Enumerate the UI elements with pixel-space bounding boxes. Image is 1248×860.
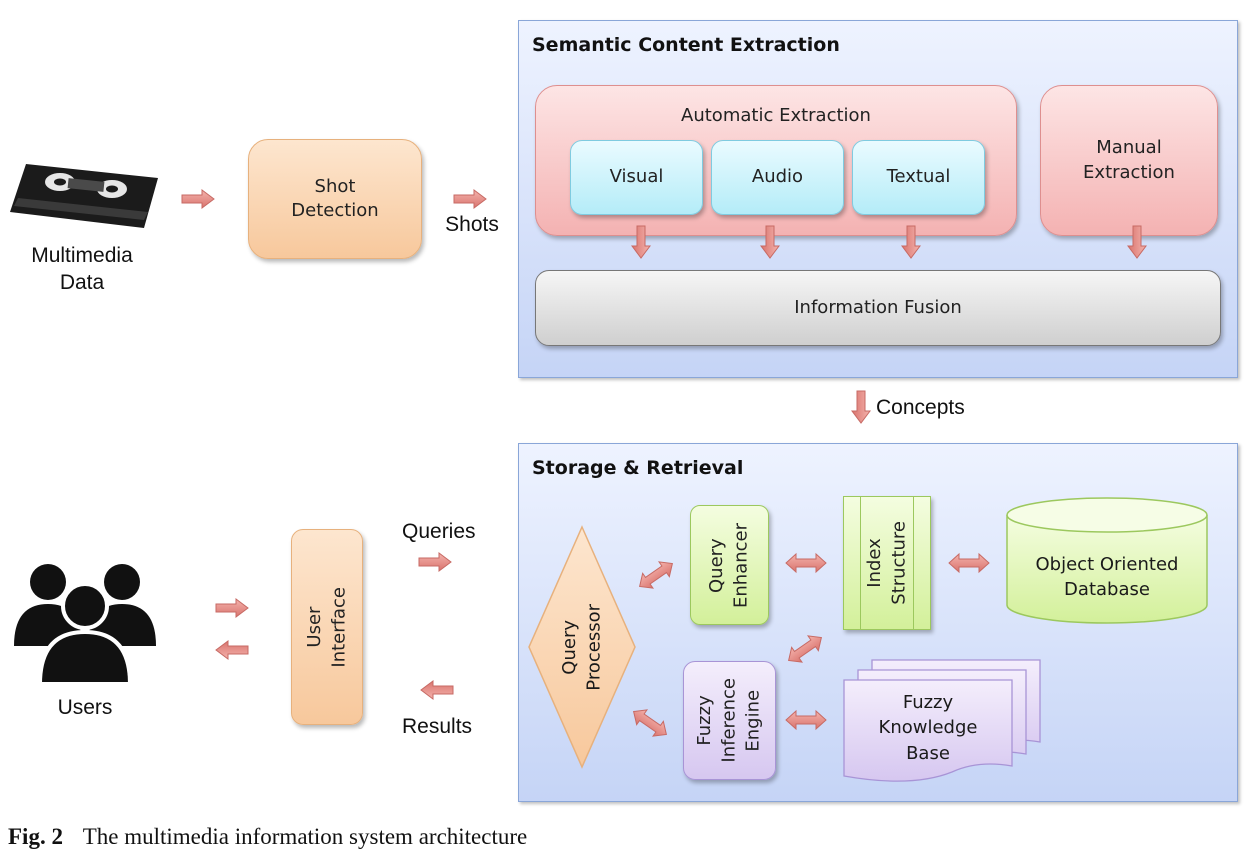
index-structure-divider-right bbox=[913, 497, 914, 629]
fuzzy-inference-engine-box: Fuzzy Inference Engine bbox=[683, 661, 776, 780]
arrow-data-to-shot bbox=[181, 189, 215, 209]
figure-caption-text: The multimedia information system archit… bbox=[82, 824, 528, 849]
shots-flow-label: Shots bbox=[445, 213, 499, 236]
arrow-engine-index bbox=[782, 629, 828, 669]
query-processor-diamond bbox=[528, 525, 636, 769]
multimedia-data-label: Multimedia Data bbox=[31, 244, 133, 295]
arrow-processor-enhancer bbox=[633, 555, 679, 595]
arrow-concepts-down bbox=[851, 390, 871, 424]
database-cylinder bbox=[1006, 497, 1208, 624]
textual-label: Textual bbox=[886, 166, 951, 188]
shot-detection-box: Shot Detection bbox=[248, 139, 422, 259]
storage-panel-title: Storage & Retrieval bbox=[532, 457, 744, 479]
arrow-visual-down bbox=[631, 225, 651, 259]
database-label-wrap: Object Oriented Database bbox=[1004, 530, 1210, 624]
index-structure-divider-left bbox=[860, 497, 861, 629]
manual-extraction-box: Manual Extraction bbox=[1040, 85, 1218, 236]
figure-caption: Fig. 2 The multimedia information system… bbox=[8, 824, 527, 850]
visual-label: Visual bbox=[609, 166, 664, 188]
audio-label: Audio bbox=[751, 166, 804, 188]
video-cassette-icon bbox=[10, 164, 158, 228]
users-group-icon bbox=[14, 564, 156, 685]
visual-box: Visual bbox=[570, 140, 703, 215]
concepts-flow-label: Concepts bbox=[876, 396, 965, 419]
arrow-queries bbox=[418, 552, 452, 572]
arrow-manual-down bbox=[1127, 225, 1147, 259]
arrow-results bbox=[420, 680, 454, 700]
database-label: Object Oriented Database bbox=[1035, 553, 1179, 600]
information-fusion-box: Information Fusion bbox=[535, 270, 1221, 346]
arrow-engine-knowledge bbox=[785, 710, 827, 730]
textual-box: Textual bbox=[852, 140, 985, 215]
arrow-audio-down bbox=[760, 225, 780, 259]
fuzzy-knowledge-base-label: Fuzzy Knowledge Base bbox=[878, 692, 978, 764]
arrow-ui-to-users bbox=[215, 640, 249, 660]
arrow-processor-engine bbox=[627, 703, 673, 743]
user-interface-box: User Interface bbox=[291, 529, 363, 725]
automatic-extraction-title: Automatic Extraction bbox=[681, 105, 871, 126]
fuzzy-knowledge-base-label-wrap: Fuzzy Knowledge Base bbox=[844, 686, 1012, 770]
arrow-shot-to-extraction bbox=[453, 189, 487, 209]
results-flow-label: Results bbox=[402, 715, 473, 738]
arrow-textual-down bbox=[901, 225, 921, 259]
users-label: Users bbox=[57, 696, 113, 719]
figure-number: Fig. 2 bbox=[8, 824, 63, 849]
extraction-panel-title: Semantic Content Extraction bbox=[532, 34, 840, 56]
query-enhancer-box: Query Enhancer bbox=[690, 505, 769, 625]
fuzzy-knowledge-base-stack bbox=[843, 659, 1041, 782]
manual-extraction-label: Manual Extraction bbox=[1083, 137, 1175, 183]
arrow-users-to-ui bbox=[215, 598, 249, 618]
arrow-index-database bbox=[948, 553, 990, 573]
queries-flow-label: Queries bbox=[402, 520, 476, 543]
audio-box: Audio bbox=[711, 140, 844, 215]
arrow-enhancer-index bbox=[785, 553, 827, 573]
information-fusion-label: Information Fusion bbox=[794, 296, 962, 318]
index-structure-box: Index Structure bbox=[843, 496, 931, 630]
shot-detection-label: Shot Detection bbox=[291, 175, 379, 221]
